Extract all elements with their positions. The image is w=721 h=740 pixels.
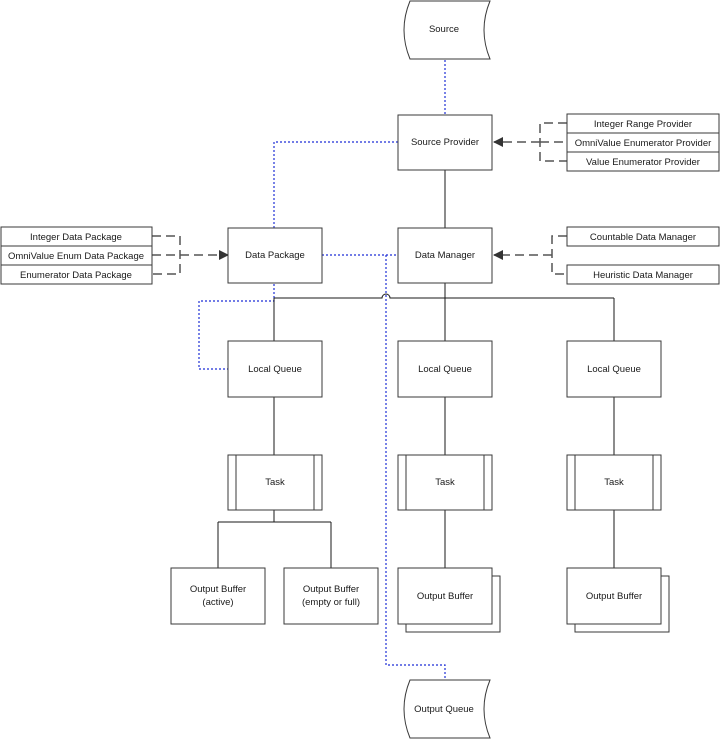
output-buffer-active-line1: Output Buffer — [190, 584, 246, 595]
output-buffer-2-label: Output Buffer — [417, 591, 473, 602]
source-provider-node: Source Provider — [397, 114, 493, 171]
output-queue-node: Output Queue — [403, 679, 491, 739]
task-3: Task — [566, 454, 662, 511]
manager-group: Countable Data Manager Heuristic Data Ma… — [566, 226, 720, 285]
task-1-label: Task — [265, 477, 285, 488]
dashed-datapackage-group — [152, 235, 181, 275]
blue-line-datapackage-to-localqueue — [198, 284, 275, 370]
control-flow-lines — [217, 170, 615, 568]
data-flow-lines — [198, 60, 446, 680]
omnivalue-enum-data-package-label: OmniValue Enum Data Package — [8, 251, 144, 262]
local-queue-2-label: Local Queue — [418, 364, 472, 375]
data-package-group: Integer Data Package OmniValue Enum Data… — [0, 226, 153, 285]
task-2: Task — [397, 454, 493, 511]
omnivalue-enumerator-provider-label: OmniValue Enumerator Provider — [575, 138, 712, 149]
task-3-label: Task — [604, 477, 624, 488]
output-buffer-stack-3: Output Buffer — [566, 567, 670, 633]
integer-range-provider-label: Integer Range Provider — [594, 119, 692, 130]
value-enumerator-provider-label: Value Enumerator Provider — [586, 157, 700, 168]
dependency-lines — [152, 122, 567, 275]
blue-line-provider-to-datapackage — [273, 141, 398, 228]
local-queue-1-label: Local Queue — [248, 364, 302, 375]
output-buffer-empty-or-full: Output Buffer (empty or full) — [283, 567, 379, 625]
dashed-provider-group — [539, 122, 567, 162]
source-node: Source — [403, 0, 491, 60]
source-provider-label: Source Provider — [411, 137, 479, 148]
local-queue-3-label: Local Queue — [587, 364, 641, 375]
local-queue-2: Local Queue — [397, 340, 493, 398]
local-queue-1: Local Queue — [227, 340, 323, 398]
heuristic-data-manager-label: Heuristic Data Manager — [593, 270, 693, 281]
output-queue-label: Output Queue — [414, 704, 474, 715]
output-buffer-empty-line2: (empty or full) — [302, 597, 360, 608]
output-buffer-active-line2: (active) — [202, 597, 233, 608]
data-manager-node: Data Manager — [397, 227, 493, 284]
task-1: Task — [227, 454, 323, 511]
enumerator-data-package-label: Enumerator Data Package — [20, 270, 132, 281]
output-buffer-empty-line1: Output Buffer — [303, 584, 359, 595]
integer-data-package-label: Integer Data Package — [30, 232, 122, 243]
data-manager-label: Data Manager — [415, 250, 475, 261]
output-buffer-3-label: Output Buffer — [586, 591, 642, 602]
line-task1-split — [217, 510, 332, 568]
countable-data-manager-label: Countable Data Manager — [590, 232, 696, 243]
line-distribution-bus — [274, 293, 614, 299]
data-package-label: Data Package — [245, 250, 305, 261]
local-queue-3: Local Queue — [566, 340, 662, 398]
data-package-node: Data Package — [227, 227, 323, 284]
task-2-label: Task — [435, 477, 455, 488]
output-buffer-active: Output Buffer (active) — [170, 567, 266, 625]
blue-line-to-output-queue — [385, 255, 446, 680]
output-buffer-stack-2: Output Buffer — [397, 567, 501, 633]
source-label: Source — [429, 24, 459, 35]
provider-group: Integer Range Provider OmniValue Enumera… — [566, 113, 720, 172]
dashed-manager-group — [551, 235, 567, 275]
